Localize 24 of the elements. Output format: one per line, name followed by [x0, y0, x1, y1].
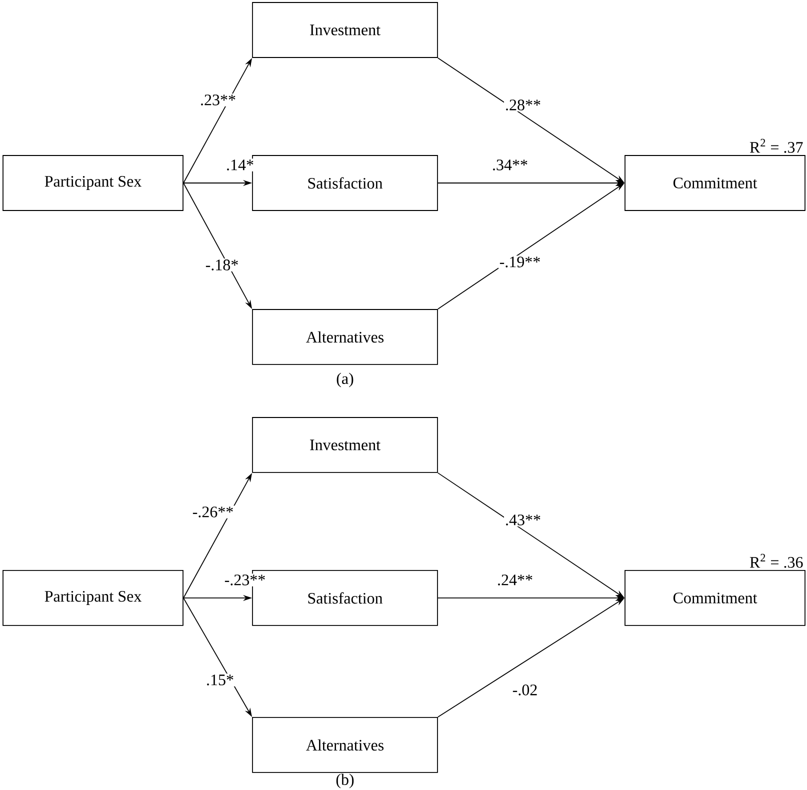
- box: Alternatives: [252, 309, 438, 365]
- edge-label: -.26**: [191, 506, 235, 518]
- box: Alternatives: [252, 717, 438, 773]
- fit-statistic: R$^{2}$ = .37: [750, 138, 803, 153]
- edge-label: .28**: [504, 98, 542, 112]
- box: Commitment: [624, 155, 806, 211]
- fit-statistic: R$^{2}$ = .36: [750, 554, 803, 568]
- panel-label: (a): [336, 372, 354, 388]
- edge-label: .34**: [491, 158, 529, 172]
- box: Participant Sex: [2, 155, 184, 211]
- edge-label: -.18*: [204, 258, 240, 272]
- box: Participant Sex: [2, 570, 184, 626]
- edge-label: -.02: [511, 684, 539, 696]
- box: Investment: [252, 2, 438, 58]
- box: Satisfaction: [252, 155, 438, 211]
- edge-label: .14*: [225, 158, 255, 172]
- box: Commitment: [624, 570, 806, 626]
- edge-label: .15*: [205, 674, 235, 686]
- edge-label: .24**: [496, 574, 534, 586]
- edge-label: -.19**: [498, 256, 542, 268]
- edge-label: .23**: [199, 94, 237, 106]
- edge-label: -.23**: [223, 574, 267, 586]
- edge-label: .43**: [504, 514, 542, 526]
- box: Investment: [252, 417, 438, 473]
